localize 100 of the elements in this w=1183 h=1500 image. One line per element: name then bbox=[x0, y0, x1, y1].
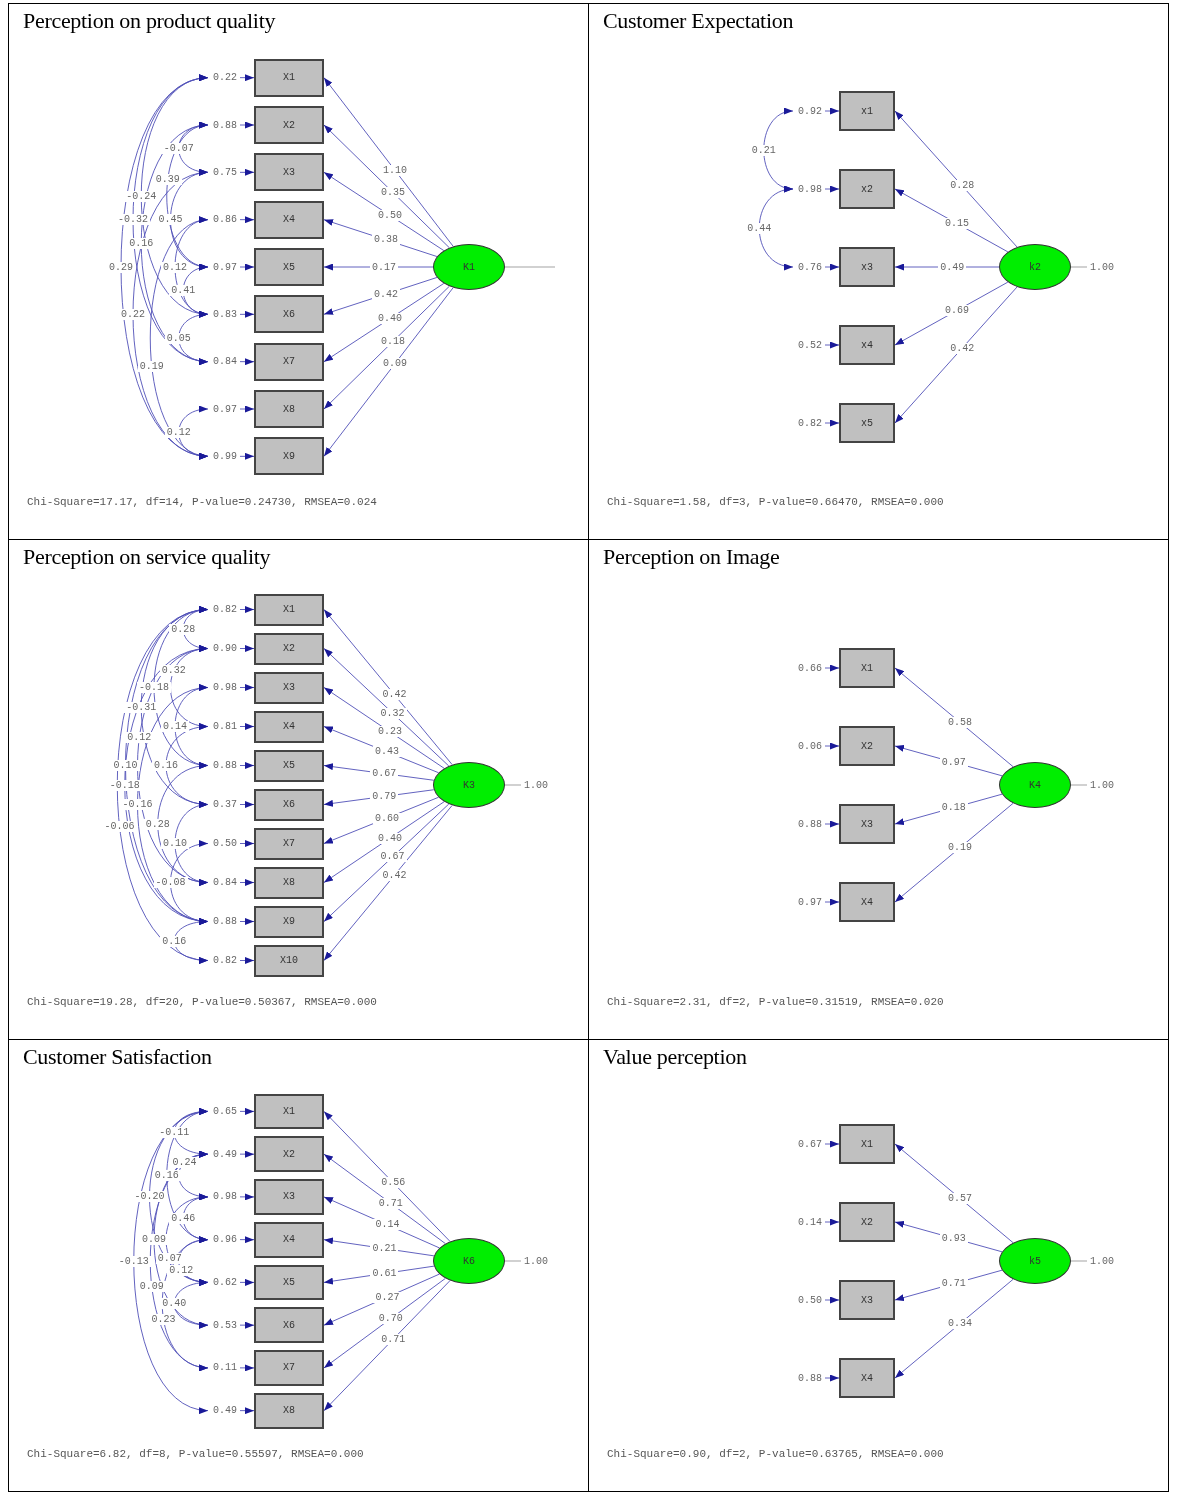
latent-variable-ellipse: K3 bbox=[433, 762, 505, 808]
observed-variable-box: X10 bbox=[254, 944, 324, 977]
observed-variable-box: X6 bbox=[254, 295, 324, 334]
fit-statistics: Chi-Square=0.90, df=2, P-value=0.63765, RMSEA=0.000 bbox=[607, 1447, 944, 1462]
panel-title: Perception on Image bbox=[603, 544, 780, 570]
error-variance: 0.62 bbox=[210, 1275, 240, 1290]
edge-label: 0.09 bbox=[381, 358, 410, 370]
connector-line bbox=[504, 266, 556, 268]
error-variance: 0.97 bbox=[210, 260, 240, 274]
panel-title: Customer Satisfaction bbox=[23, 1044, 212, 1070]
error-variance: 0.65 bbox=[210, 1104, 240, 1119]
edge-label: 0.57 bbox=[945, 1192, 974, 1204]
error-variance: 0.84 bbox=[210, 875, 240, 890]
edge-label: 0.07 bbox=[155, 1252, 184, 1264]
error-variance: 0.82 bbox=[210, 602, 240, 617]
edge-label: 0.15 bbox=[943, 218, 972, 230]
edge-label: 1.10 bbox=[381, 164, 410, 176]
edge-label: -0.08 bbox=[153, 877, 188, 888]
edge-label: -0.07 bbox=[161, 143, 196, 155]
edge-label: 0.24 bbox=[170, 1156, 199, 1168]
error-variance: 0.90 bbox=[210, 641, 240, 656]
latent-variable-ellipse: k2 bbox=[999, 244, 1071, 290]
error-variance: 0.92 bbox=[795, 104, 825, 118]
edge-label: -0.32 bbox=[116, 214, 150, 226]
edge-label: 0.58 bbox=[945, 716, 974, 728]
error-variance: 0.50 bbox=[210, 836, 240, 851]
edge-label: 0.46 bbox=[169, 1212, 198, 1224]
observed-variable-box: X2 bbox=[839, 1202, 895, 1242]
latent-variable-ellipse: k5 bbox=[999, 1238, 1071, 1284]
error-variance: 0.14 bbox=[795, 1215, 825, 1229]
edge-label: 0.42 bbox=[372, 288, 401, 300]
error-variance: 0.37 bbox=[210, 797, 240, 812]
edge-label: -0.11 bbox=[157, 1127, 192, 1139]
error-variance: 0.50 bbox=[795, 1293, 825, 1307]
edge-label: 0.39 bbox=[153, 173, 182, 185]
edge-label: -0.18 bbox=[137, 682, 171, 693]
observed-variable-box: X7 bbox=[254, 342, 324, 381]
edge-label: 0.19 bbox=[945, 842, 974, 854]
error-variance: 0.53 bbox=[210, 1318, 240, 1333]
error-variance: 0.88 bbox=[795, 1371, 825, 1385]
observed-variable-box: X4 bbox=[254, 1221, 324, 1258]
edge-label: 0.71 bbox=[939, 1278, 968, 1290]
error-variance: 0.97 bbox=[210, 402, 240, 416]
edge-label: 0.41 bbox=[169, 285, 198, 297]
error-variance: 0.52 bbox=[795, 338, 825, 352]
edge-label: 0.32 bbox=[378, 707, 407, 719]
observed-variable-box: X3 bbox=[839, 804, 895, 844]
error-variance: 0.86 bbox=[210, 212, 240, 227]
edge-label: 0.29 bbox=[107, 261, 135, 273]
fit-statistics: Chi-Square=2.31, df=2, P-value=0.31519, RMSEA=0.020 bbox=[607, 995, 944, 1010]
observed-variable-box: X4 bbox=[839, 882, 895, 922]
observed-variable-box: X1 bbox=[254, 593, 324, 626]
observed-variable-box: X6 bbox=[254, 788, 324, 821]
edge-label: 0.16 bbox=[127, 237, 156, 249]
observed-variable-box: X1 bbox=[254, 58, 324, 97]
error-variance: 0.96 bbox=[210, 1232, 240, 1247]
error-variance: 0.98 bbox=[210, 680, 240, 695]
observed-variable-box: X8 bbox=[254, 390, 324, 428]
error-variance: 0.49 bbox=[210, 1403, 240, 1418]
edge-label: 0.12 bbox=[167, 1264, 196, 1276]
observed-variable-box: X2 bbox=[254, 1136, 324, 1172]
edge-label: 0.43 bbox=[373, 746, 401, 758]
connector-line bbox=[1070, 266, 1088, 268]
error-variance: 0.82 bbox=[210, 953, 240, 968]
edge-label: 0.09 bbox=[140, 1234, 168, 1246]
edge-label: 0.71 bbox=[379, 1333, 408, 1345]
edge-label: 0.12 bbox=[125, 732, 154, 744]
observed-variable-box: X4 bbox=[254, 200, 324, 239]
error-variance: 0.11 bbox=[210, 1360, 240, 1375]
edge-label: 0.23 bbox=[149, 1313, 178, 1325]
scale-value: 1.00 bbox=[1087, 260, 1117, 274]
latent-variable-ellipse: K6 bbox=[433, 1238, 505, 1284]
latent-variable-ellipse: K1 bbox=[433, 244, 505, 290]
edge-label: 0.40 bbox=[375, 313, 404, 325]
edge-label: 0.14 bbox=[373, 1219, 402, 1231]
error-variance: 0.82 bbox=[795, 416, 825, 430]
edge-label: 0.35 bbox=[378, 187, 407, 198]
edge-label: 0.97 bbox=[939, 756, 968, 768]
observed-variable-box: X2 bbox=[839, 726, 895, 766]
observed-variable-box: X5 bbox=[254, 749, 324, 782]
error-variance: 0.88 bbox=[210, 118, 240, 132]
observed-variable-box: X2 bbox=[254, 106, 324, 144]
edge-label: 0.18 bbox=[378, 336, 407, 347]
edge-label: 0.23 bbox=[376, 726, 405, 738]
edge-label: 0.10 bbox=[161, 838, 189, 849]
edge-label: 0.49 bbox=[938, 261, 967, 273]
fit-statistics: Chi-Square=19.28, df=20, P-value=0.50367, RMSEA=0.000 bbox=[27, 995, 377, 1010]
scale-value: 1.00 bbox=[1087, 1254, 1117, 1268]
panel-title: Value perception bbox=[603, 1044, 747, 1070]
panel bbox=[588, 1039, 1169, 1492]
edge-label: 0.14 bbox=[161, 721, 189, 732]
error-variance: 0.75 bbox=[210, 165, 240, 180]
edge-label: 0.16 bbox=[152, 1170, 181, 1181]
edge-label: -0.31 bbox=[124, 701, 159, 713]
error-variance: 0.88 bbox=[795, 817, 825, 831]
observed-variable-box: x1 bbox=[839, 91, 895, 131]
edge-label: 0.60 bbox=[373, 812, 401, 824]
edge-label: 0.18 bbox=[939, 802, 968, 814]
observed-variable-box: X3 bbox=[254, 1179, 324, 1215]
observed-variable-box: X8 bbox=[254, 1392, 324, 1429]
